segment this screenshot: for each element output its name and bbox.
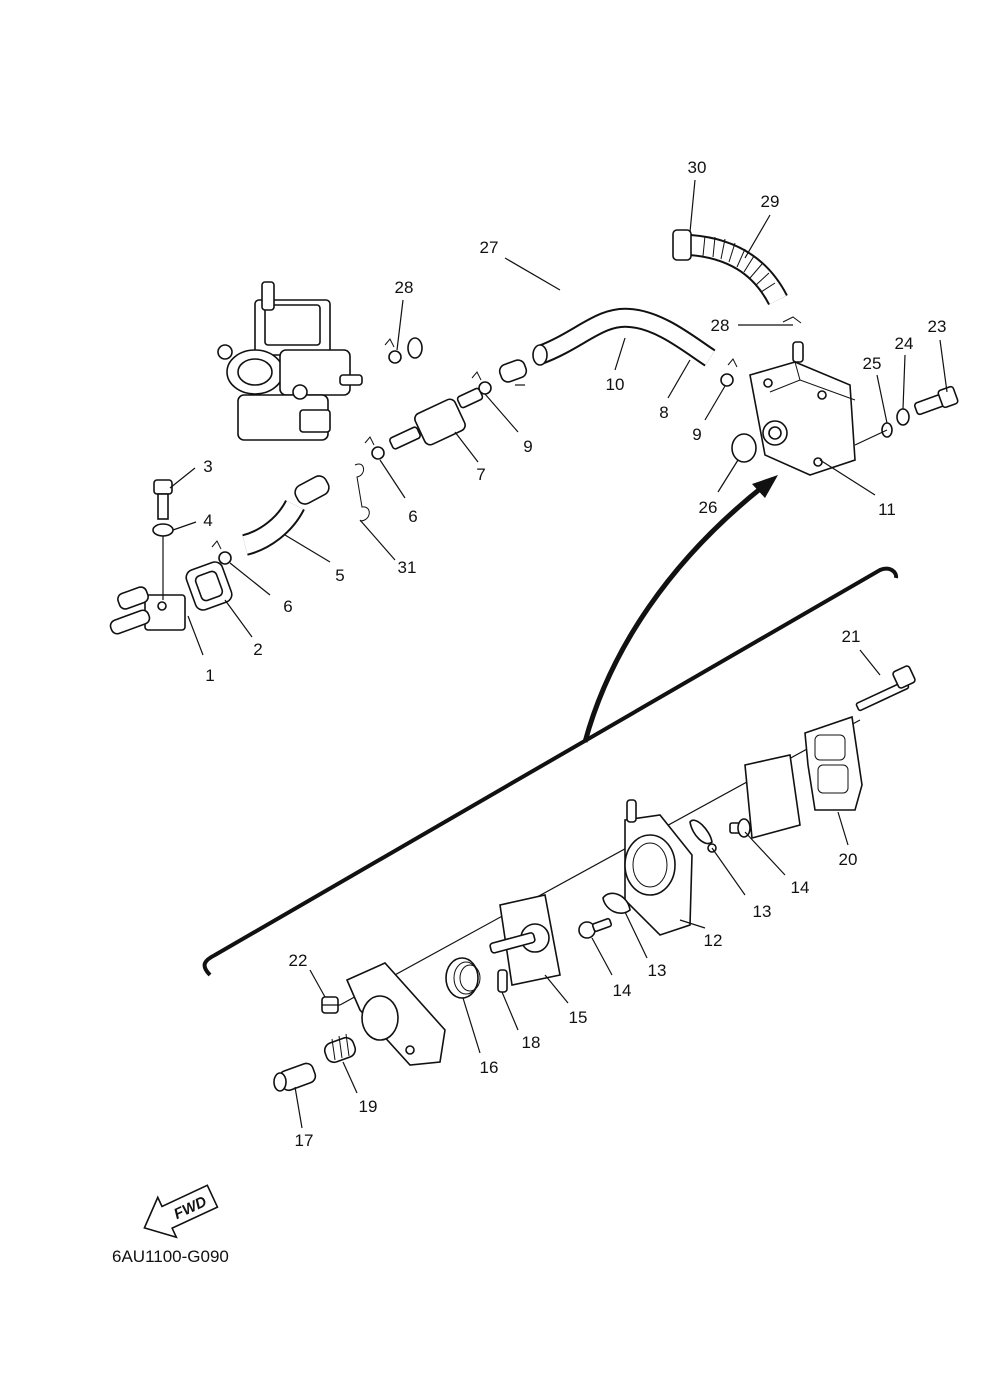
callout-14-upper: 14 xyxy=(791,878,810,897)
screw-14-upper xyxy=(729,818,751,838)
wire-clips xyxy=(211,316,802,565)
valve-13-lower xyxy=(602,892,631,914)
pin-18 xyxy=(497,969,508,993)
callout-28-left: 28 xyxy=(395,278,414,297)
callout-20: 20 xyxy=(839,850,858,869)
callout-1: 1 xyxy=(205,666,214,685)
fuel-filter-7 xyxy=(389,387,484,450)
screw-14-lower xyxy=(578,917,613,939)
callout-6-right: 6 xyxy=(408,507,417,526)
pump-lower-body xyxy=(345,962,446,1066)
callout-3: 3 xyxy=(203,457,212,476)
hose-5-short xyxy=(294,475,330,505)
callout-9-left: 9 xyxy=(523,437,532,456)
callout-7: 7 xyxy=(476,465,485,484)
valve-13-upper xyxy=(689,819,713,845)
bolt-23 xyxy=(913,385,959,416)
callout-12: 12 xyxy=(704,931,723,950)
screw-21 xyxy=(855,665,916,712)
assembly-arrow xyxy=(582,475,778,743)
washer-24 xyxy=(896,408,910,426)
clip-31 xyxy=(354,463,370,522)
pump-cover-20 xyxy=(804,715,863,811)
callout-22: 22 xyxy=(289,951,308,970)
figure-code: 6AU1100-G090 xyxy=(112,1247,229,1266)
callout-14-lower: 14 xyxy=(613,981,632,1000)
hose-8 xyxy=(498,359,528,383)
callout-10: 10 xyxy=(606,375,625,394)
callout-11: 11 xyxy=(878,500,896,519)
washer-4 xyxy=(152,523,174,537)
fwd-direction-arrow: FWD xyxy=(143,1184,219,1239)
callout-24: 24 xyxy=(895,334,914,353)
hose-10 xyxy=(532,307,716,367)
plunger-17 xyxy=(273,1062,317,1092)
gasket-plate xyxy=(744,754,801,840)
callout-4: 4 xyxy=(203,511,212,530)
hose-29-corrugated xyxy=(688,234,788,306)
bolt-3 xyxy=(153,479,173,520)
callout-19: 19 xyxy=(359,1097,378,1116)
fuel-joint-1 xyxy=(109,586,186,635)
callout-30: 30 xyxy=(688,158,707,177)
callout-31: 31 xyxy=(398,558,417,577)
section-divider xyxy=(202,566,899,977)
callout-27: 27 xyxy=(480,238,499,257)
callout-25: 25 xyxy=(863,354,882,373)
callout-13-upper: 13 xyxy=(753,902,772,921)
callout-17: 17 xyxy=(295,1131,314,1150)
callout-labels: 1 2 3 4 5 6 6 7 8 9 9 10 11 12 13 13 14 … xyxy=(203,158,946,1150)
hose-27 xyxy=(407,237,691,359)
callout-2: 2 xyxy=(253,640,262,659)
diaphragm-15 xyxy=(489,894,561,986)
callout-6-left: 6 xyxy=(283,597,292,616)
fuel-pump-11 xyxy=(749,341,856,476)
callout-9-right: 9 xyxy=(692,425,701,444)
spring-19 xyxy=(323,1033,357,1064)
callout-8: 8 xyxy=(659,403,668,422)
o-ring-26 xyxy=(731,433,757,463)
callout-29: 29 xyxy=(761,192,780,211)
callout-13-lower: 13 xyxy=(648,961,667,980)
callout-28-right: 28 xyxy=(711,316,730,335)
callout-26: 26 xyxy=(699,498,718,517)
callout-16: 16 xyxy=(480,1058,499,1077)
callout-15: 15 xyxy=(569,1008,588,1027)
pump-body-12 xyxy=(624,799,693,936)
callout-5: 5 xyxy=(335,566,344,585)
callout-18: 18 xyxy=(522,1033,541,1052)
spring-16 xyxy=(445,957,481,999)
callout-21: 21 xyxy=(842,627,861,646)
leader-lines xyxy=(169,214,948,1129)
gasket-2 xyxy=(185,561,233,611)
callout-23: 23 xyxy=(928,317,947,336)
carburetor xyxy=(217,281,363,441)
clip-30 xyxy=(672,179,696,261)
